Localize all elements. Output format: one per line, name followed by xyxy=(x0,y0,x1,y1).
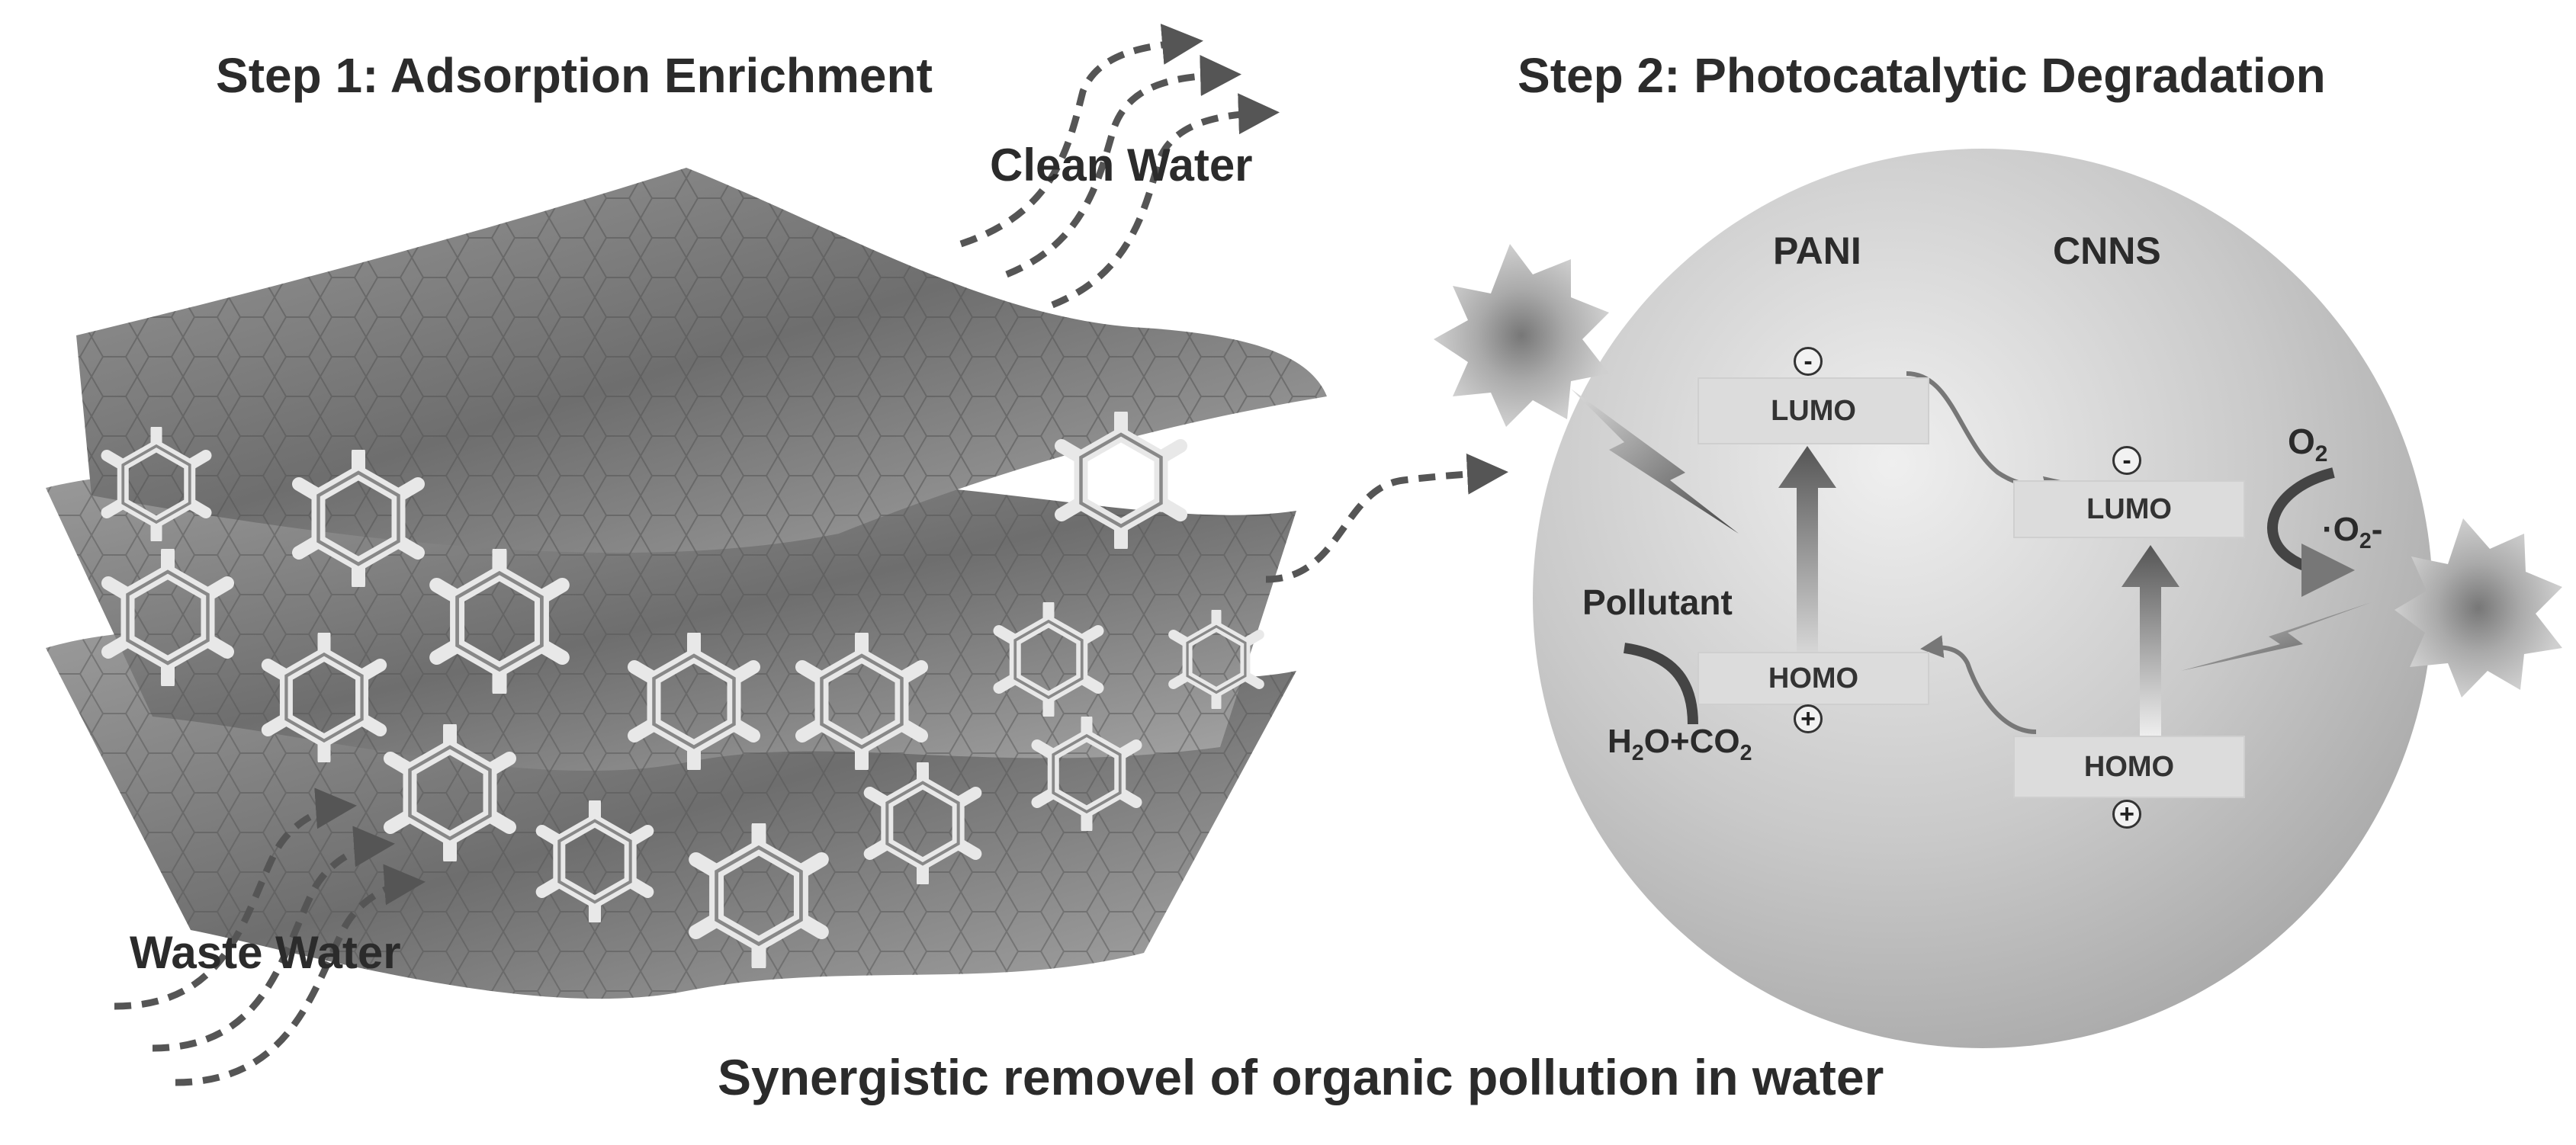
waste-water-flow-arrows xyxy=(114,787,426,1086)
cnns-label: CNNS xyxy=(2053,229,2161,272)
oxygen-reduction-arrow xyxy=(2267,467,2355,597)
lightning-bolt-icon xyxy=(2181,602,2372,671)
superoxide-label: ·O2- xyxy=(2322,511,2383,553)
pollutant-label: Pollutant xyxy=(1582,582,1733,622)
cnns-homo-box: HOMO xyxy=(2013,736,2245,798)
sheet-top-hex xyxy=(76,168,1327,553)
hole-transfer-arrow xyxy=(1920,635,2037,734)
figure-caption: Synergistic removel of organic pollution… xyxy=(718,1049,1884,1105)
clean-water-flow-arrows xyxy=(959,24,1280,309)
pollutant-oxidation-arrow xyxy=(1623,643,1698,725)
step2-title: Step 2: Photocatalytic Degradation xyxy=(1518,48,2326,103)
sun-icon xyxy=(1434,244,1609,427)
sun-icon xyxy=(2395,518,2562,698)
water-co2-label: H2O+CO2 xyxy=(1608,723,1752,765)
layered-sheets xyxy=(46,168,1327,999)
pani-label: PANI xyxy=(1773,229,1861,272)
cnns-excitation-arrow xyxy=(2122,545,2179,736)
pani-homo-box: HOMO xyxy=(1698,652,1929,705)
pani-hole-icon: + xyxy=(1794,704,1823,733)
cnns-hole-icon: + xyxy=(2112,800,2141,829)
waste-water-label: Waste Water xyxy=(130,927,401,978)
transfer-arrow xyxy=(1265,453,1508,583)
light-source-right xyxy=(2181,518,2562,698)
pani-excitation-arrow xyxy=(1778,446,1836,690)
cnns-lumo-box: LUMO xyxy=(2013,480,2245,538)
lightning-bolt-icon xyxy=(1571,389,1739,534)
light-source-left xyxy=(1434,244,1739,534)
pani-electron-icon: - xyxy=(1794,347,1823,376)
pani-lumo-box: LUMO xyxy=(1698,377,1929,444)
photocatalyst-sphere xyxy=(1533,149,2433,1048)
clean-water-label: Clean Water xyxy=(990,140,1253,191)
oxygen-label: O2 xyxy=(2288,422,2328,467)
step1-title: Step 1: Adsorption Enrichment xyxy=(216,48,933,103)
excitation-arrows xyxy=(1778,446,2179,736)
cnns-electron-icon: - xyxy=(2112,446,2141,475)
